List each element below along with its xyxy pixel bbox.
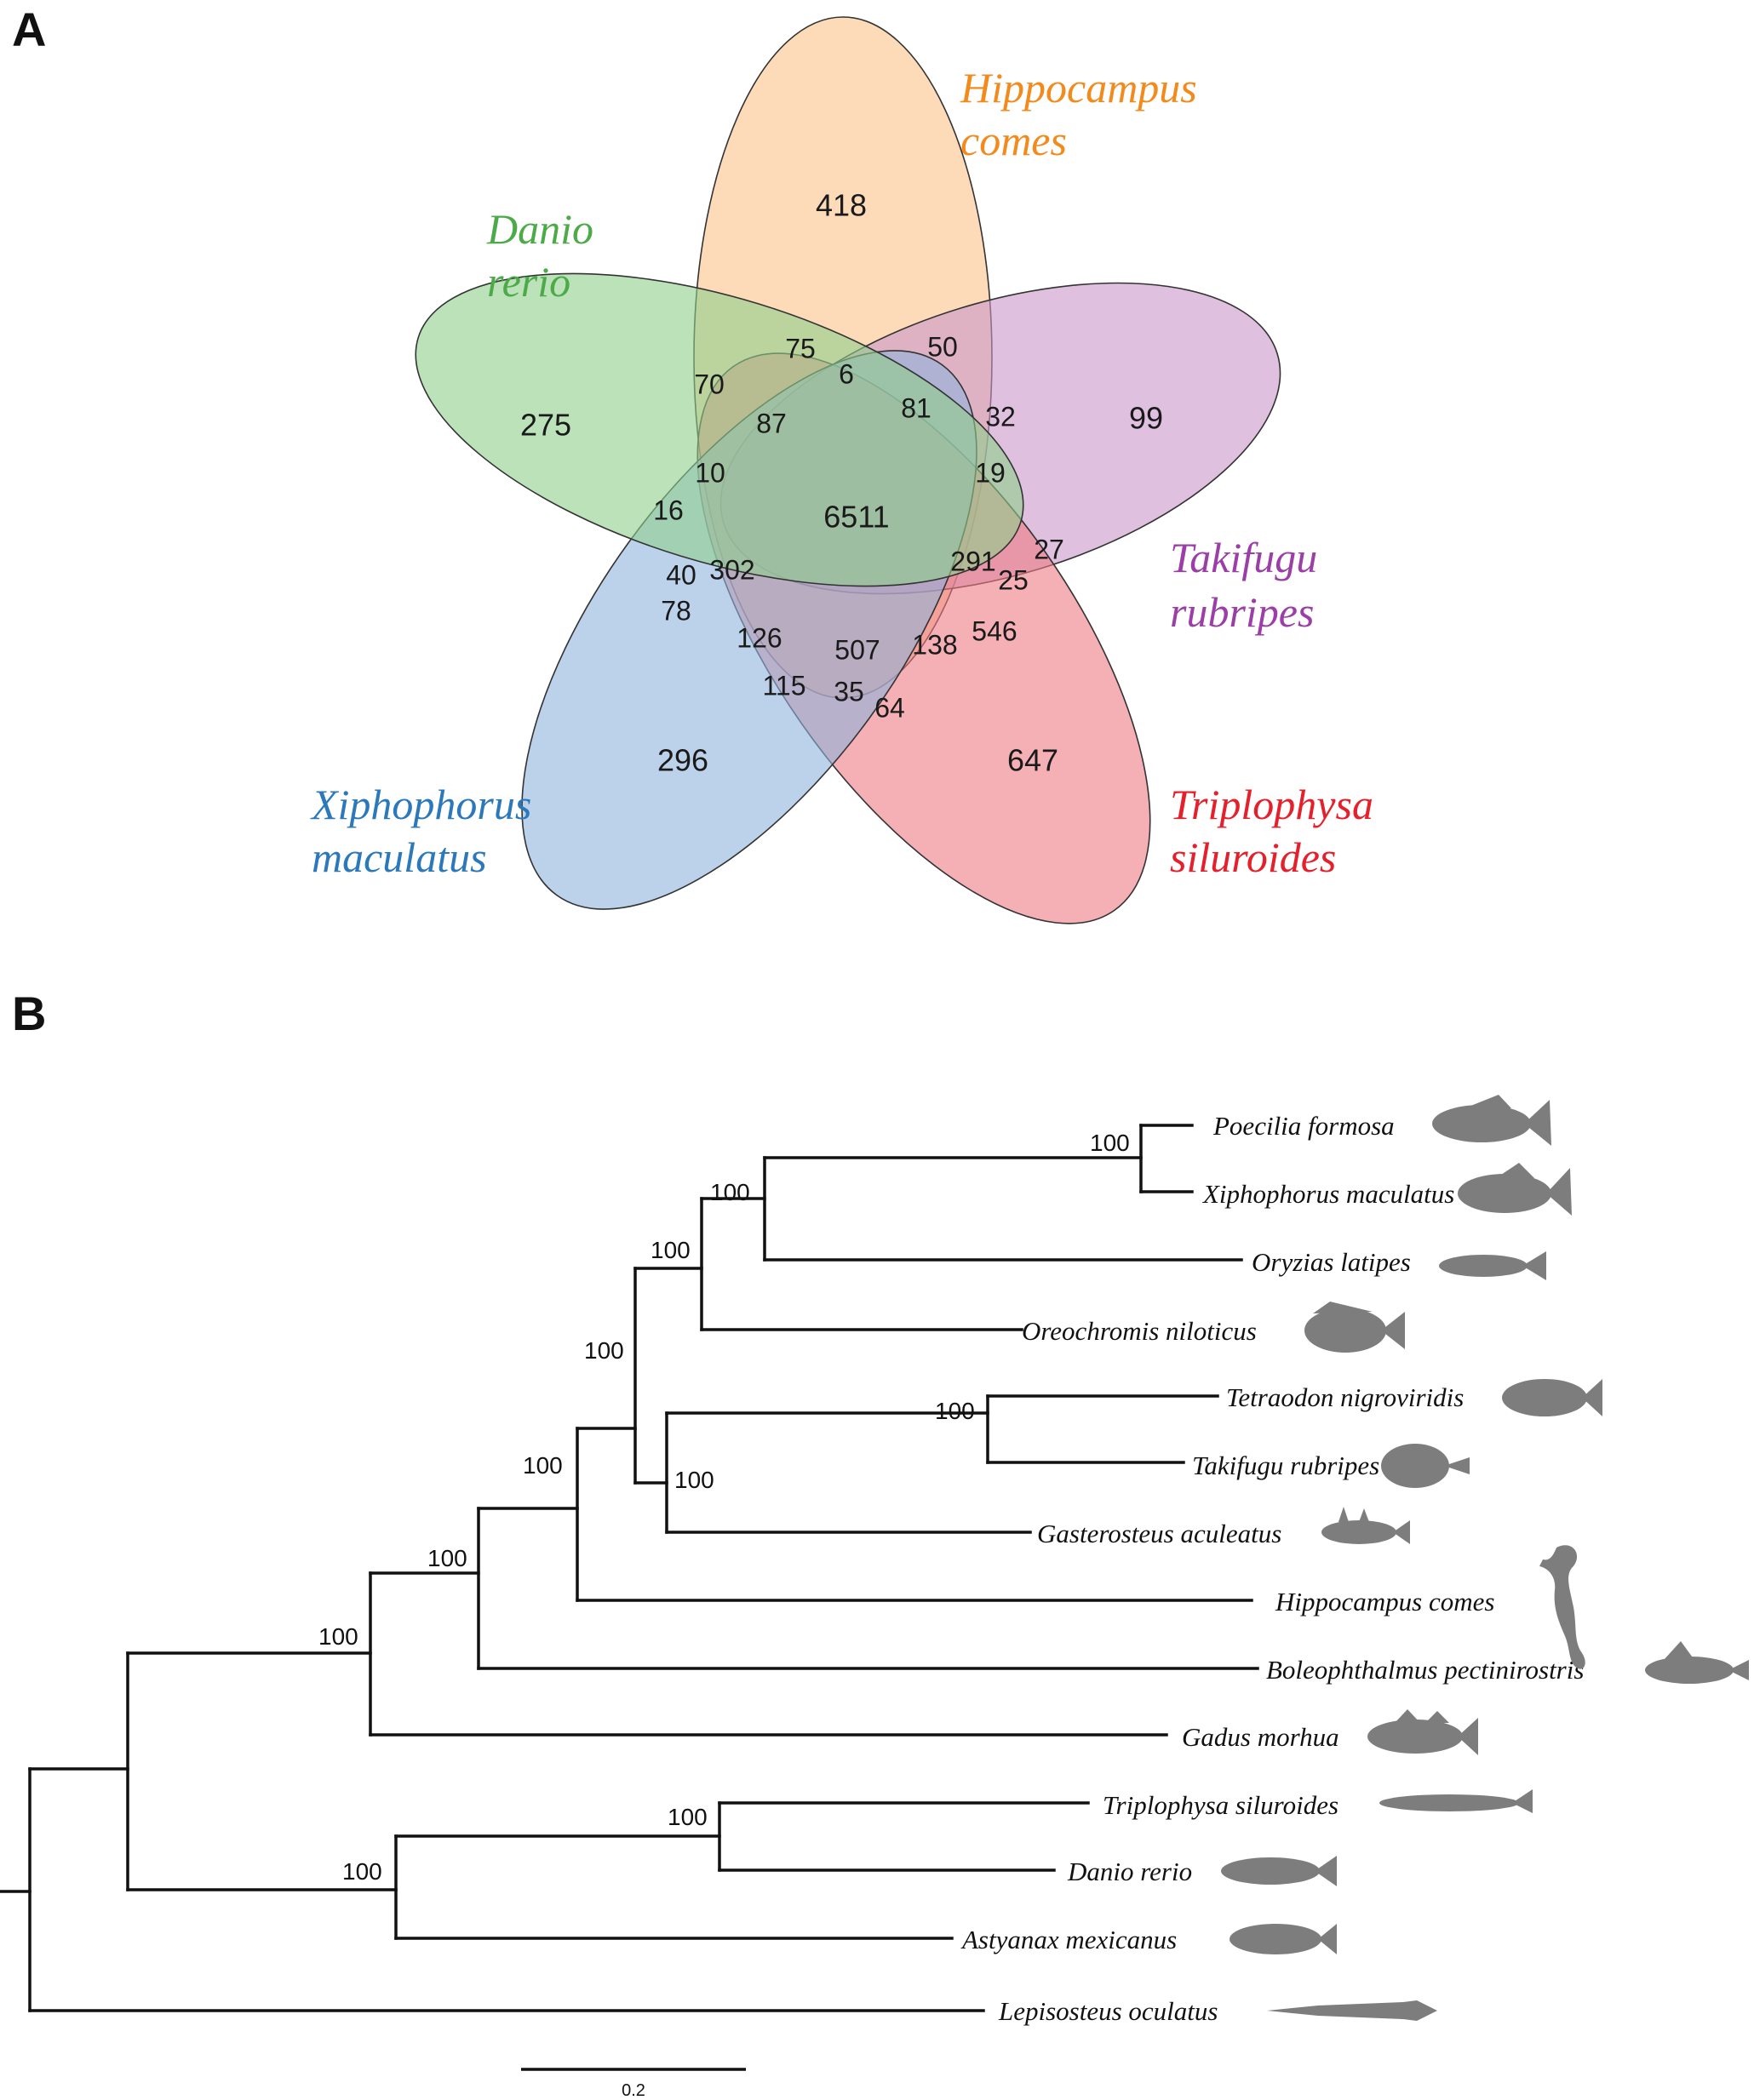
venn-label-hippocampus-1: Hippocampus (960, 64, 1197, 112)
fish-silhouettes (1221, 1095, 1749, 2021)
bootstrap-value: 100 (651, 1237, 691, 1263)
taxon-label: Oreochromis niloticus (1022, 1316, 1257, 1346)
count-region: 40 (666, 559, 696, 590)
count-xiphophorus-only: 296 (657, 743, 708, 778)
venn-label-hippocampus-2: comes (960, 117, 1067, 164)
tetraodon-silhouette-icon (1502, 1379, 1602, 1416)
gadus-silhouette-icon (1367, 1709, 1478, 1755)
taxon-labels: Poecilia formosa Xiphophorus maculatus O… (960, 1111, 1584, 2026)
count-region: 50 (927, 331, 958, 362)
venn-label-xiphophorus-1: Xiphophorus (310, 781, 531, 828)
count-region: 32 (985, 401, 1016, 432)
taxon-label: Triplophysa siluroides (1103, 1790, 1338, 1820)
bootstrap-value: 100 (668, 1804, 708, 1830)
count-region: 35 (834, 676, 864, 707)
lepisosteus-silhouette-icon (1267, 2000, 1437, 2021)
taxon-label: Gasterosteus aculeatus (1037, 1519, 1281, 1548)
count-takifugu-only: 99 (1129, 401, 1163, 436)
bootstrap-value: 100 (674, 1467, 714, 1493)
count-region: 27 (1034, 534, 1064, 564)
danio-silhouette-icon (1221, 1856, 1337, 1886)
venn-set-danio (415, 272, 1024, 587)
boleophthalmus-silhouette-icon (1645, 1641, 1749, 1684)
bootstrap-value: 100 (342, 1858, 382, 1885)
venn-label-triplophysa-1: Triplophysa (1170, 781, 1373, 828)
bootstrap-labels: 100 100 100 100 100 100 100 100 100 100 … (318, 1130, 1130, 1885)
bootstrap-value: 100 (523, 1452, 563, 1479)
takifugu-silhouette-icon (1381, 1444, 1470, 1488)
bootstrap-value: 100 (427, 1545, 467, 1571)
hippocampus-silhouette-icon (1539, 1545, 1585, 1669)
bootstrap-value: 100 (710, 1179, 750, 1205)
taxon-label: Hippocampus comes (1275, 1587, 1494, 1616)
count-region: 507 (834, 634, 880, 665)
taxon-label: Oryzias latipes (1252, 1247, 1411, 1277)
phylogenetic-tree (0, 1124, 1259, 2012)
taxon-label: Tetraodon nigroviridis (1226, 1382, 1464, 1412)
taxon-label: Lepisosteus oculatus (998, 1996, 1218, 2026)
poecilia-silhouette-icon (1432, 1095, 1551, 1146)
panel-b-label: B (12, 987, 46, 1040)
scale-bar: 0.2 (521, 2068, 746, 2100)
count-danio-only: 275 (520, 408, 571, 443)
count-region: 6 (839, 358, 854, 389)
venn-counts: 418 275 99 296 647 6511 75 50 6 70 87 81… (520, 188, 1163, 778)
count-region: 70 (694, 369, 725, 399)
taxon-label: Gadus morhua (1182, 1722, 1339, 1752)
venn-diagram (415, 16, 1281, 924)
scale-bar-label: 0.2 (622, 2081, 645, 2100)
oreochromis-silhouette-icon (1304, 1302, 1405, 1353)
venn-label-danio-1: Danio (486, 205, 593, 253)
venn-label-xiphophorus-2: maculatus (312, 833, 487, 881)
taxon-label: Poecilia formosa (1212, 1111, 1395, 1141)
oryzias-silhouette-icon (1439, 1251, 1546, 1280)
bootstrap-value: 100 (318, 1623, 358, 1650)
count-region: 10 (695, 457, 725, 488)
count-region: 64 (874, 692, 905, 723)
astyanax-silhouette-icon (1230, 1924, 1337, 1954)
count-region: 19 (975, 457, 1006, 488)
taxon-label: Takifugu rubripes (1192, 1451, 1379, 1480)
gasterosteus-silhouette-icon (1321, 1507, 1410, 1544)
venn-label-takifugu-1: Takifugu (1170, 534, 1317, 581)
count-region: 291 (950, 546, 995, 576)
taxon-label: Xiphophorus maculatus (1201, 1179, 1454, 1209)
count-region: 75 (785, 333, 816, 363)
panel-a-label: A (12, 3, 46, 56)
count-region: 302 (709, 554, 754, 585)
count-triplophysa-only: 647 (1007, 743, 1058, 778)
count-region: 25 (998, 564, 1029, 595)
count-region: 115 (762, 670, 805, 701)
venn-label-triplophysa-2: siluroides (1170, 833, 1336, 881)
venn-label-danio-2: rerio (487, 258, 570, 306)
count-region: 16 (653, 495, 684, 525)
triplophysa-silhouette-icon (1379, 1789, 1533, 1813)
xiphophorus-silhouette-icon (1458, 1163, 1572, 1216)
count-region: 81 (901, 392, 931, 423)
bootstrap-value: 100 (584, 1337, 624, 1364)
count-region: 126 (737, 622, 782, 653)
count-region: 78 (661, 595, 691, 626)
count-region: 546 (972, 615, 1017, 646)
taxon-label: Astyanax mexicanus (960, 1925, 1177, 1954)
count-region: 138 (912, 629, 957, 660)
count-all-five: 6511 (823, 500, 889, 535)
bootstrap-value: 100 (935, 1398, 975, 1424)
count-region: 87 (756, 408, 787, 438)
taxon-label: Danio rerio (1067, 1857, 1192, 1886)
taxon-label: Boleophthalmus pectinirostris (1266, 1655, 1584, 1685)
count-hippocampus-only: 418 (816, 188, 867, 223)
bootstrap-value: 100 (1090, 1130, 1130, 1156)
venn-label-takifugu-2: rubripes (1170, 588, 1314, 636)
